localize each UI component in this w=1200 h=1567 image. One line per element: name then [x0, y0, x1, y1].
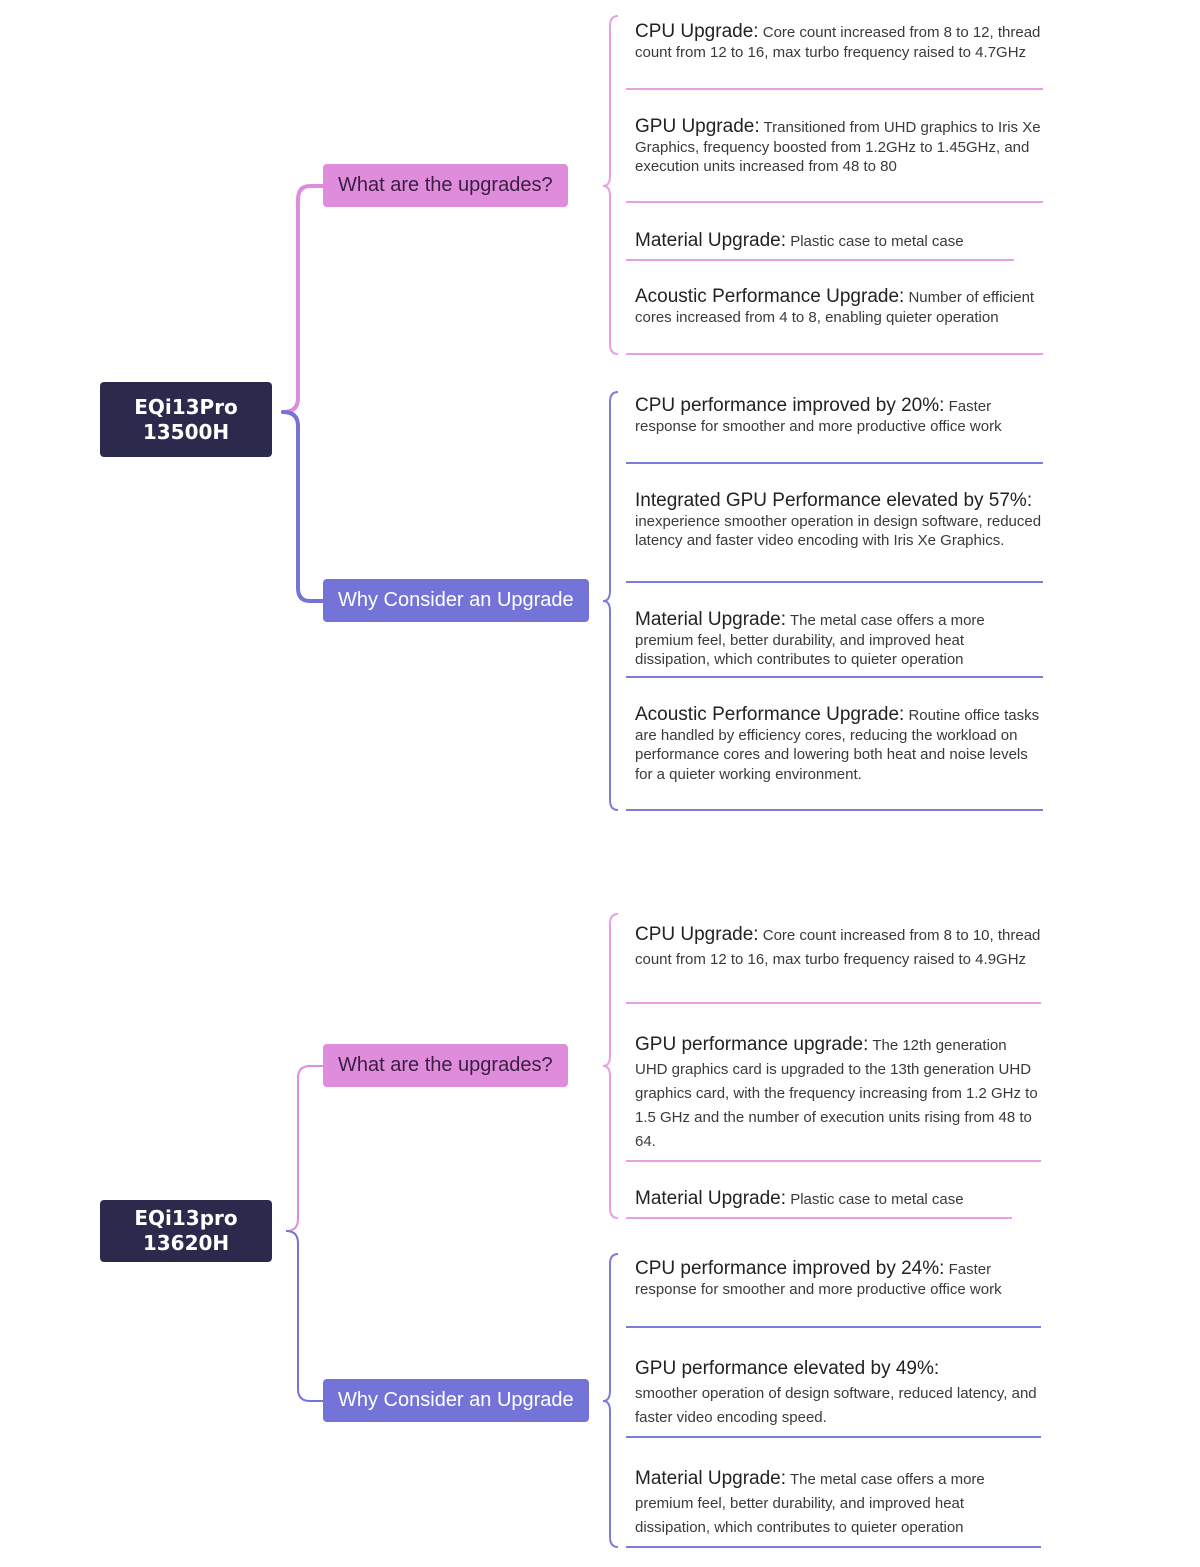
leaf-title: GPU Upgrade:: [635, 116, 760, 137]
branch-upgrades: What are the upgrades?: [323, 164, 568, 207]
root-node-line: 13620H: [142, 1231, 230, 1255]
leaf-text: The metal case offers a more premium fee…: [635, 1471, 985, 1536]
leaf-item: CPU Upgrade: Core count increased from 8…: [626, 22, 1043, 90]
leaf-text: Number of efficient cores increased from…: [635, 289, 1035, 326]
bracket-map1-upgrades: [602, 15, 619, 355]
leaf-text: Faster response for smoother and more pr…: [635, 1261, 1002, 1298]
leaf-item: Acoustic Performance Upgrade: Number of …: [626, 287, 1043, 355]
root-node-line: EQi13pro: [134, 1206, 238, 1230]
root-node: EQi13pro 13620H: [100, 1200, 272, 1262]
connector-root1-consider: [281, 410, 325, 603]
leaf-item: Material Upgrade: Plastic case to metal …: [626, 231, 1014, 261]
leaf-item: GPU Upgrade: Transitioned from UHD graph…: [626, 117, 1043, 203]
leaf-text: inexperience smoother operation in desig…: [635, 512, 1042, 550]
connector-root2-upgrades: [285, 1065, 323, 1232]
branch-upgrades: What are the upgrades?: [323, 1044, 568, 1087]
leaf-title: Material Upgrade:: [635, 609, 787, 630]
branch-label: Why Consider an Upgrade: [338, 589, 574, 611]
leaf-text: The 12th generation UHD graphics card is…: [635, 1037, 1038, 1150]
leaf-title: CPU performance improved by 20%:: [635, 395, 945, 416]
leaf-title: Material Upgrade:: [635, 1468, 787, 1489]
leaf-title: Integrated GPU Performance elevated by 5…: [635, 490, 1033, 511]
leaf-item: CPU performance improved by 20%: Faster …: [626, 396, 1043, 464]
bracket-map2-consider: [602, 1253, 619, 1548]
leaf-title: CPU Upgrade:: [635, 924, 759, 945]
leaf-item: Integrated GPU Performance elevated by 5…: [626, 491, 1043, 583]
leaf-title: GPU performance upgrade:: [635, 1034, 869, 1055]
leaf-item: GPU performance upgrade: The 12th genera…: [626, 1033, 1041, 1162]
bracket-map1-consider: [602, 391, 619, 811]
bracket-map2-upgrades: [602, 913, 619, 1219]
leaf-item: Material Upgrade: Plastic case to metal …: [626, 1189, 1012, 1219]
root-node-line: 13500H: [142, 419, 230, 444]
leaf-item: Acoustic Performance Upgrade: Routine of…: [626, 705, 1043, 811]
branch-why-consider: Why Consider an Upgrade: [323, 1379, 589, 1422]
leaf-text: Faster response for smoother and more pr…: [635, 398, 1002, 435]
branch-label: What are the upgrades?: [338, 1054, 553, 1076]
leaf-title: Acoustic Performance Upgrade:: [635, 704, 905, 725]
leaf-text: Core count increased from 8 to 10, threa…: [635, 927, 1041, 968]
leaf-text: Core count increased from 8 to 12, threa…: [635, 24, 1041, 61]
leaf-title: Acoustic Performance Upgrade:: [635, 286, 905, 307]
leaf-item: GPU performance elevated by 49%: smoothe…: [626, 1357, 1041, 1438]
leaf-text: Transitioned from UHD graphics to Iris X…: [635, 119, 1041, 175]
branch-why-consider: Why Consider an Upgrade: [323, 579, 589, 622]
leaf-item: CPU performance improved by 24%: Faster …: [626, 1259, 1041, 1328]
leaf-title: Material Upgrade:: [635, 1188, 787, 1209]
connector-root1-upgrades: [281, 184, 325, 414]
leaf-text: Plastic case to metal case: [790, 1191, 964, 1208]
leaf-item: Material Upgrade: The metal case offers …: [626, 1467, 1041, 1548]
leaf-title: CPU performance improved by 24%:: [635, 1258, 945, 1279]
leaf-text: Plastic case to metal case: [790, 233, 964, 250]
leaf-text: smoother operation of design software, r…: [635, 1385, 1037, 1426]
leaf-title: Material Upgrade:: [635, 230, 787, 251]
branch-label: Why Consider an Upgrade: [338, 1389, 574, 1411]
leaf-text: The metal case offers a more premium fee…: [635, 612, 985, 668]
leaf-item: Material Upgrade: The metal case offers …: [626, 610, 1043, 678]
connector-root2-consider: [285, 1230, 323, 1402]
leaf-title: CPU Upgrade:: [635, 21, 759, 42]
root-node-line: EQi13Pro: [134, 394, 238, 419]
branch-label: What are the upgrades?: [338, 174, 553, 196]
leaf-title: GPU performance elevated by 49%:: [635, 1358, 940, 1379]
leaf-text: Routine office tasks are handled by effi…: [635, 707, 1040, 783]
leaf-item: CPU Upgrade: Core count increased from 8…: [626, 923, 1041, 1004]
root-node: EQi13Pro 13500H: [100, 382, 272, 457]
